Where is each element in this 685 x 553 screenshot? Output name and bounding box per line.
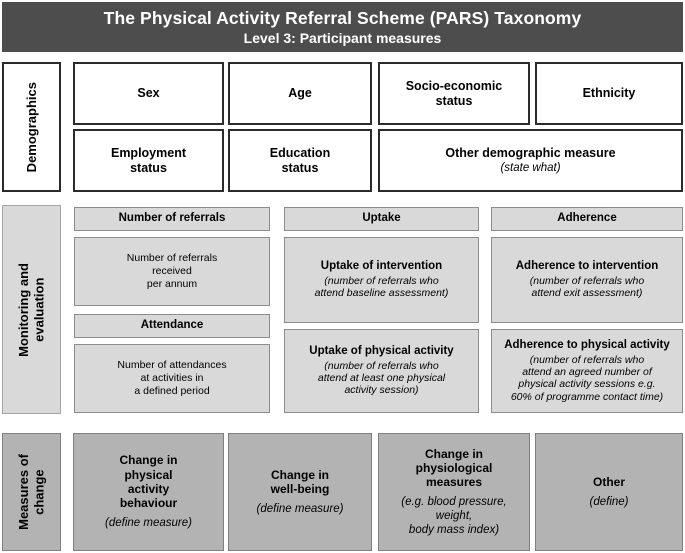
cell-other-demographic-measure: Other demographic measure (state what)	[378, 129, 683, 192]
title-banner: The Physical Activity Referral Scheme (P…	[2, 2, 683, 52]
cell-change-in-physiological-measures-sub: (e.g. blood pressure, weight, body mass …	[401, 496, 507, 536]
cell-employment-status-title: Employment status	[110, 145, 186, 175]
cell-adherence-to-intervention: Adherence to intervention (number of ref…	[491, 237, 683, 323]
cell-adherence-to-physical-activity: Adherence to physical activity (number o…	[491, 329, 683, 413]
row-label-monitoring-evaluation: Monitoring and evaluation	[2, 205, 61, 414]
cell-other-measure: Other (define)	[535, 433, 683, 551]
cell-uptake-of-intervention-sub: (number of referrals who attend baseline…	[314, 274, 449, 300]
cell-uptake-header-title: Uptake	[362, 212, 401, 225]
cell-adherence-to-intervention-sub: (number of referrals who attend exit ass…	[529, 274, 645, 300]
cell-uptake-of-physical-activity-title: Uptake of physical activity	[309, 345, 454, 358]
cell-adherence-to-physical-activity-title: Adherence to physical activity	[504, 338, 670, 351]
cell-uptake-of-physical-activity-sub: (number of referrals who attend at least…	[317, 359, 446, 397]
cell-adherence-to-physical-activity-sub: (number of referrals who attend an agree…	[510, 353, 664, 403]
cell-number-of-referrals-body: Number of referrals received per annum	[74, 237, 270, 306]
cell-change-in-physiological-measures: Change in physiological measures (e.g. b…	[378, 433, 530, 551]
cell-number-of-referrals-header: Number of referrals	[74, 207, 270, 231]
cell-other-measure-sub: (define)	[589, 495, 629, 508]
cell-education-status: Education status	[228, 129, 372, 192]
cell-change-in-physiological-measures-title: Change in physiological measures	[415, 446, 493, 490]
cell-adherence-header-title: Adherence	[557, 212, 617, 225]
cell-employment-status: Employment status	[73, 129, 224, 192]
cell-attendance-body-text: Number of attendances at activities in a…	[117, 359, 227, 397]
cell-other-demographic-measure-sub: (state what)	[500, 161, 561, 174]
row-label-demographics: Demographics	[2, 62, 61, 192]
cell-change-in-well-being-sub: (define measure)	[256, 502, 344, 515]
cell-other-measure-title: Other	[592, 474, 625, 489]
cell-change-in-physical-activity-behaviour-title: Change in physical activity behaviour	[119, 453, 178, 510]
cell-change-in-physical-activity-behaviour-sub: (define measure)	[105, 517, 192, 530]
row-label-measures-of-change-text: Measures of change	[16, 454, 47, 530]
cell-number-of-referrals-body-text: Number of referrals received per annum	[126, 252, 218, 290]
cell-attendance-header: Attendance	[74, 314, 270, 338]
cell-uptake-header: Uptake	[284, 207, 479, 231]
cell-socio-economic-status-title: Socio-economic status	[405, 78, 503, 108]
cell-ethnicity: Ethnicity	[535, 62, 683, 125]
cell-change-in-well-being-title: Change in well-being	[270, 467, 330, 496]
cell-change-in-physical-activity-behaviour: Change in physical activity behaviour (d…	[73, 433, 224, 551]
row-label-monitoring-evaluation-text: Monitoring and evaluation	[16, 262, 47, 357]
cell-number-of-referrals-header-title: Number of referrals	[118, 212, 226, 225]
cell-uptake-of-intervention-title: Uptake of intervention	[320, 260, 443, 273]
row-label-demographics-text: Demographics	[23, 81, 39, 173]
cell-other-demographic-measure-title: Other demographic measure	[445, 145, 616, 160]
cell-ethnicity-title: Ethnicity	[582, 86, 636, 101]
cell-adherence-header: Adherence	[491, 207, 683, 231]
cell-change-in-well-being: Change in well-being (define measure)	[228, 433, 372, 551]
cell-uptake-of-physical-activity: Uptake of physical activity (number of r…	[284, 329, 479, 413]
cell-education-status-title: Education status	[269, 145, 331, 175]
cell-uptake-of-intervention: Uptake of intervention (number of referr…	[284, 237, 479, 323]
cell-sex: Sex	[73, 62, 224, 125]
cell-socio-economic-status: Socio-economic status	[378, 62, 530, 125]
cell-age: Age	[228, 62, 372, 125]
cell-attendance-header-title: Attendance	[140, 319, 204, 332]
diagram-title: The Physical Activity Referral Scheme (P…	[103, 7, 582, 28]
cell-adherence-to-intervention-title: Adherence to intervention	[515, 260, 659, 273]
cell-sex-title: Sex	[137, 86, 160, 101]
row-label-measures-of-change: Measures of change	[2, 433, 61, 551]
cell-attendance-body: Number of attendances at activities in a…	[74, 344, 270, 413]
cell-age-title: Age	[288, 86, 312, 101]
diagram-subtitle: Level 3: Participant measures	[243, 29, 442, 46]
